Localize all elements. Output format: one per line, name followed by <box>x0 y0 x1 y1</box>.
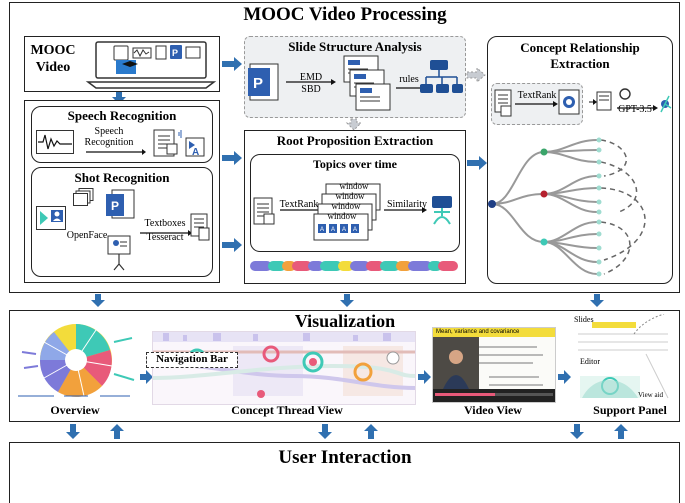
concept-extraction-icons <box>494 88 672 117</box>
arrow-right-icon <box>467 156 487 170</box>
arrow-up-icon <box>364 424 378 439</box>
concept-textrank-label: TextRank <box>517 90 557 101</box>
topic-textrank-label: TextRank <box>279 199 319 210</box>
audio-wave-icon <box>36 130 74 154</box>
window-label-1: window <box>339 181 369 191</box>
openface-label: OpenFace <box>66 230 108 241</box>
extracted-text-doc-icon <box>190 213 210 241</box>
topic-timeline-bar <box>250 261 458 271</box>
concept-thread-label: Concept Thread View <box>231 403 343 417</box>
speech-recognition-label: Speech Recognition <box>84 126 134 148</box>
dashed-arrow-right <box>466 66 486 84</box>
support-editor-label: Editor <box>580 357 600 366</box>
arrow-down-icon <box>570 424 584 439</box>
slide-structure-title: Slide Structure Analysis <box>288 39 422 54</box>
presenter-video-icon <box>36 206 66 230</box>
sbd-label: SBD <box>301 84 321 95</box>
svg-text:A: A <box>192 147 199 158</box>
concept-thread-view <box>152 331 416 405</box>
arrow-right-icon <box>86 149 146 155</box>
arrow-down-icon <box>590 294 604 307</box>
topics-over-time-title: Topics over time <box>313 157 397 171</box>
nav-bar-callout <box>146 352 238 368</box>
overview-label: Overview <box>50 403 100 417</box>
arrow-up-icon <box>110 424 124 439</box>
frames-stack-icon <box>73 188 94 206</box>
svg-text:A: A <box>353 227 357 233</box>
arrow-right-icon <box>558 370 571 384</box>
emd-label: EMD <box>299 72 323 83</box>
arrow-down-icon <box>91 294 105 307</box>
support-panel-label: Support Panel <box>593 403 667 417</box>
slide-ppt-icon: P <box>106 189 135 271</box>
similarity-label: Similarity <box>387 199 427 210</box>
arrow-down-icon <box>318 424 332 439</box>
concept-relationship-title: Concept Relationship Extraction <box>520 40 640 71</box>
dashed-arrow-down <box>345 118 363 131</box>
user-interaction-frame <box>9 442 680 503</box>
transcript-doc-icon: A <box>153 129 205 158</box>
laptop-icon: P <box>85 41 217 89</box>
slide-structure-icons: P <box>248 55 463 111</box>
thread-lines <box>153 332 415 398</box>
tesseract-label: Tesseract <box>146 232 184 243</box>
svg-text:P: P <box>111 199 119 213</box>
rules-label: rules <box>399 74 419 85</box>
arrow-up-icon <box>614 424 628 439</box>
video-frame <box>433 337 555 402</box>
arrow-right-icon <box>222 238 242 252</box>
video-heading: Mean, variance and covariance <box>433 328 555 337</box>
window-label-3: window <box>331 201 361 211</box>
processing-title: MOOC Video Processing <box>243 4 447 25</box>
svg-text:A: A <box>331 227 335 233</box>
arrow-right-icon <box>140 370 153 384</box>
arrow-right-icon <box>222 57 242 71</box>
arrow-right-icon <box>140 230 192 236</box>
video-view-label: Video View <box>464 403 522 417</box>
support-panel: Slides Editor View aid <box>574 314 674 402</box>
root-proposition-title: Root Proposition Extraction <box>276 133 434 148</box>
svg-text:P: P <box>253 75 263 92</box>
concept-tree-graph <box>488 137 646 277</box>
speech-recognition-title: Speech Recognition <box>67 108 177 123</box>
mooc-video-label: MOOC Video <box>30 43 76 75</box>
arrow-right-icon <box>418 370 431 384</box>
arrow-down-icon <box>340 294 354 307</box>
visualization-title: Visualization <box>294 311 396 331</box>
support-slides-label: Slides <box>574 315 594 324</box>
user-interaction-title: User Interaction <box>278 447 412 468</box>
arrow-down-icon <box>66 424 80 439</box>
support-view-aid-label: View aid <box>638 391 664 399</box>
shot-recognition-title: Shot Recognition <box>74 170 170 185</box>
arrow-right-icon <box>222 151 242 165</box>
nav-bar-label: Navigation Bar <box>156 353 228 365</box>
textboxes-label: Textboxes <box>144 218 186 229</box>
overview-sunburst <box>18 324 135 397</box>
svg-text:A: A <box>342 227 346 233</box>
video-view: Mean, variance and covariance <box>432 327 556 403</box>
window-label-2: window <box>335 191 365 201</box>
svg-text:P: P <box>172 48 178 58</box>
svg-text:A: A <box>320 227 324 233</box>
gpt-label: GPT-3.5 <box>618 104 652 115</box>
window-label-4: window <box>327 211 357 221</box>
arrow-down-icon <box>112 92 126 104</box>
support-panel-graphics <box>578 314 669 399</box>
